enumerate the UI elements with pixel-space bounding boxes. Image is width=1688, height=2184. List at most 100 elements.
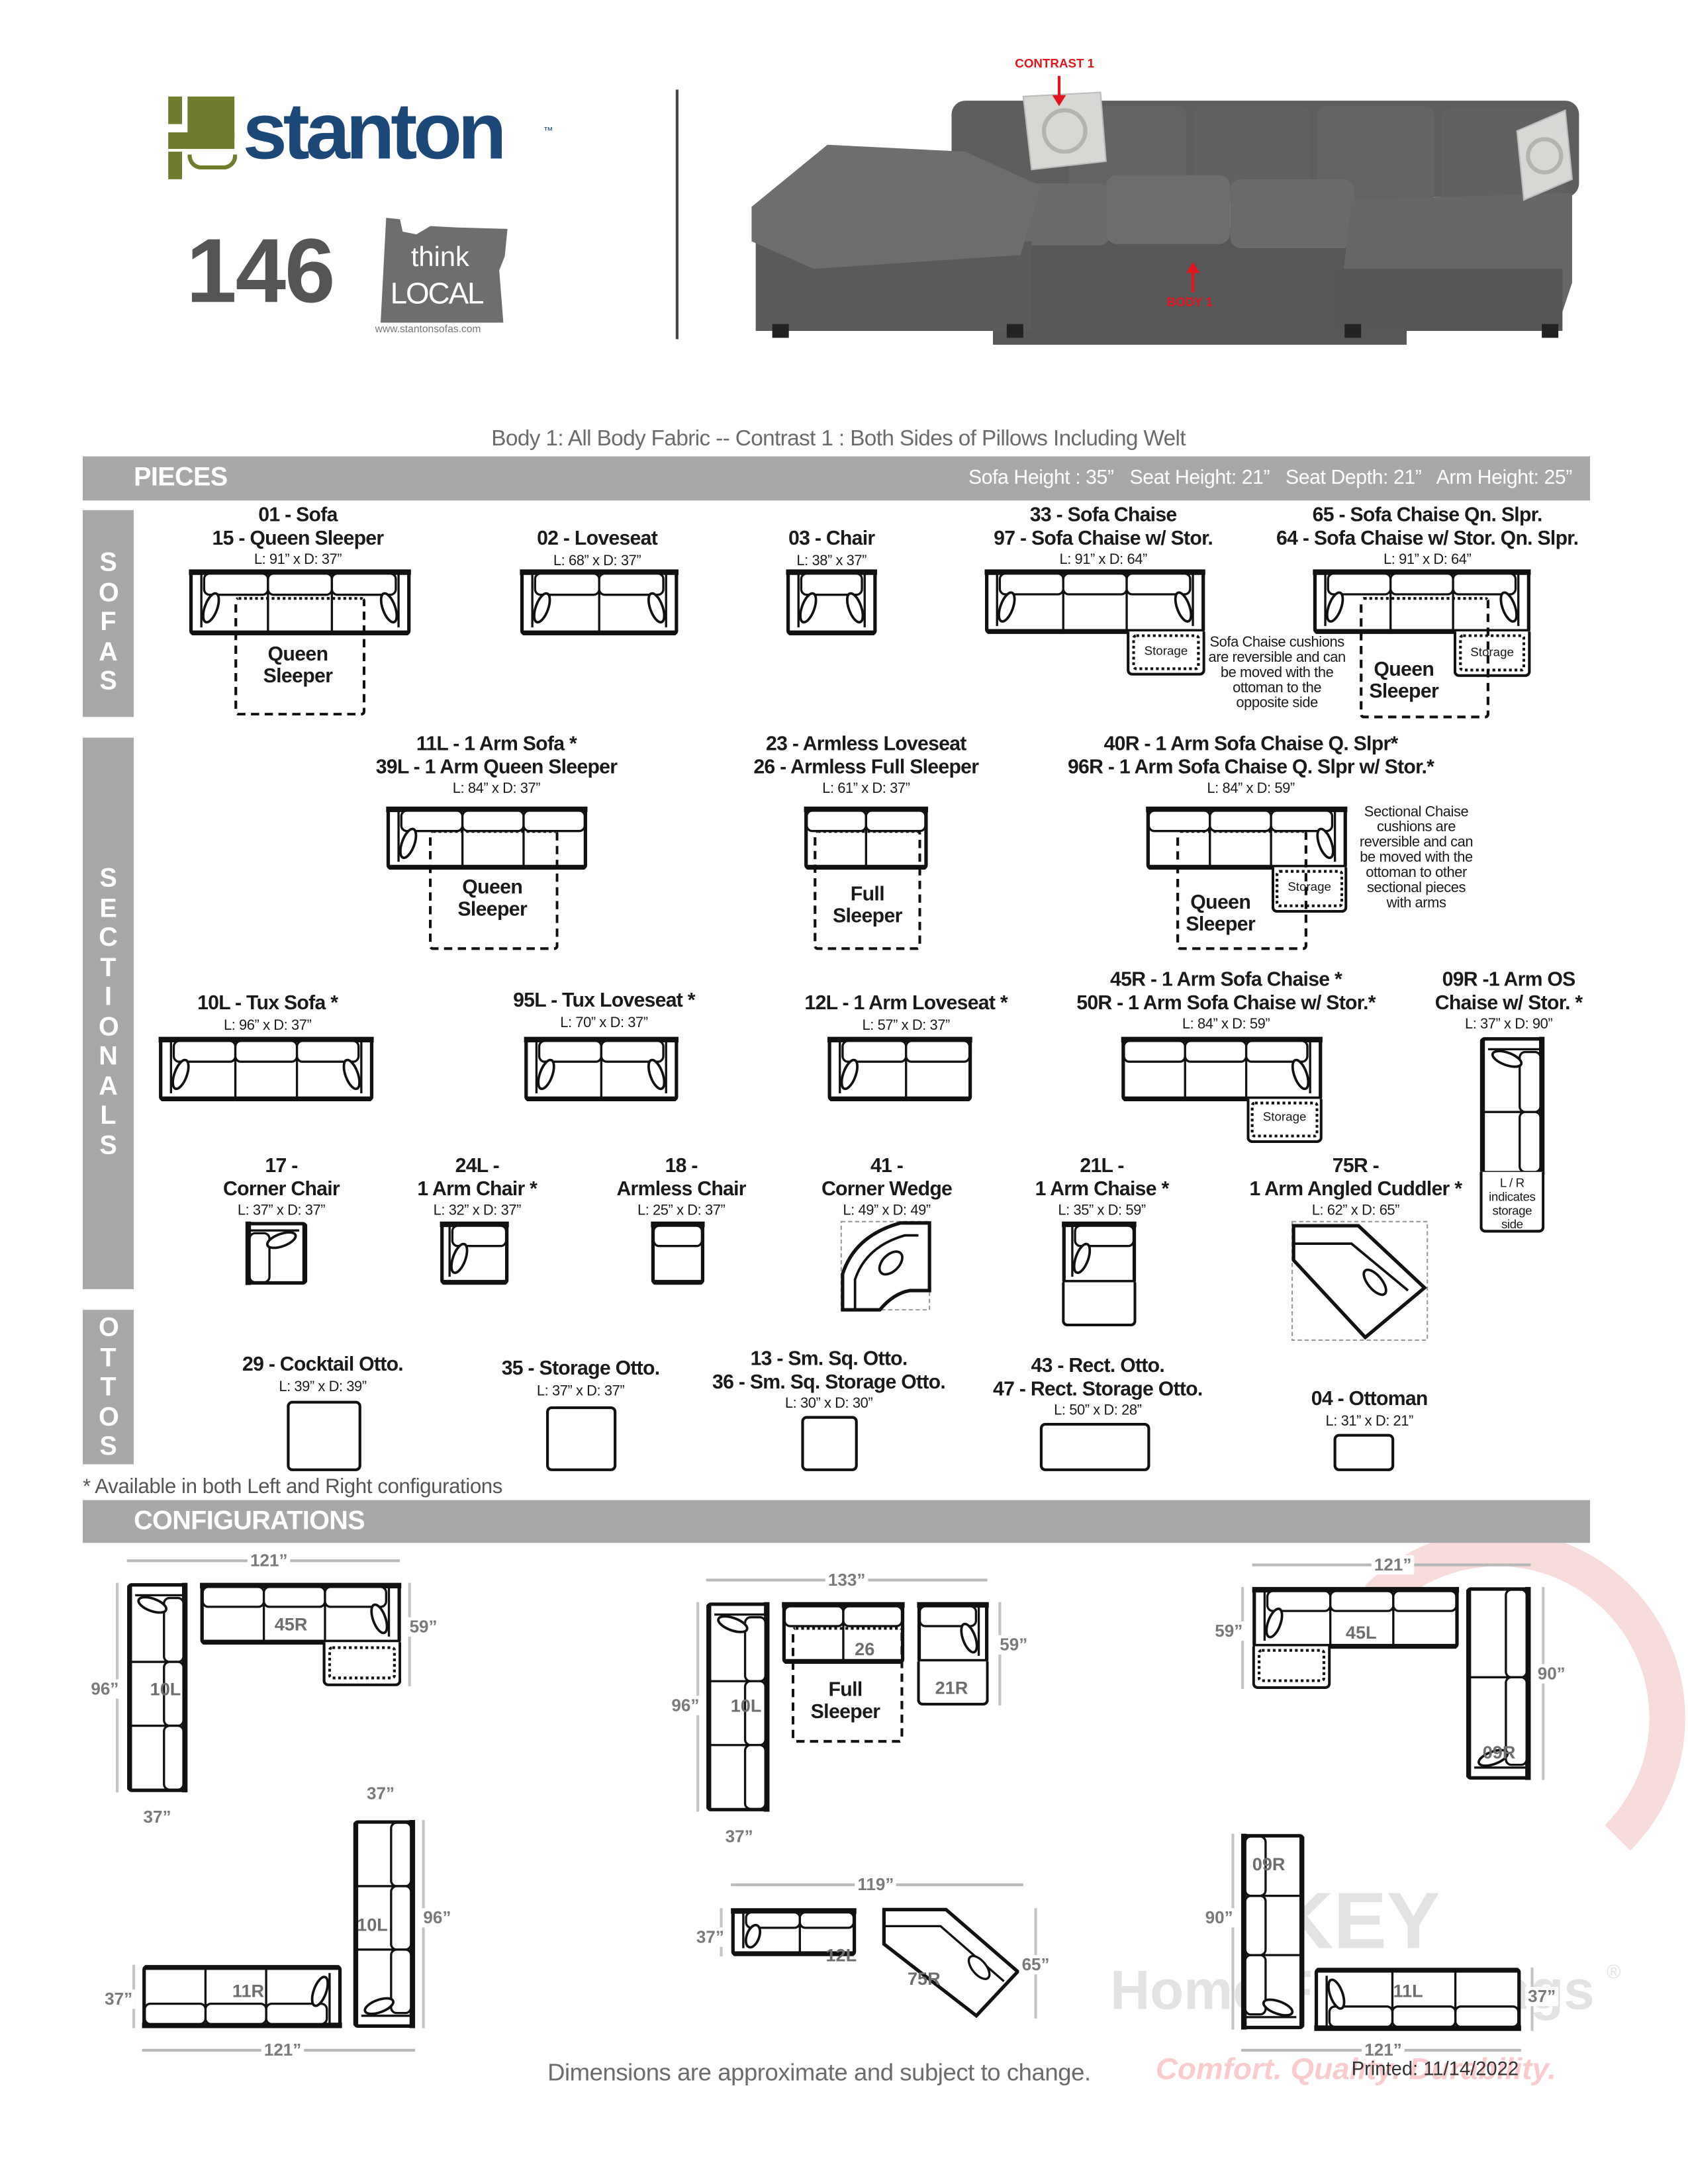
piece-drawing <box>386 806 588 870</box>
piece-label: 10L <box>730 1695 762 1716</box>
piece-drawing <box>127 1582 188 1793</box>
back-cushion <box>522 809 586 833</box>
section-12l <box>731 1908 857 1956</box>
dimension: 37” <box>722 1827 756 1846</box>
back-cushion <box>390 1885 412 1951</box>
piece-drawing <box>142 1965 342 2028</box>
sleeper-outline <box>428 830 559 950</box>
piece-drawing <box>786 569 877 635</box>
dimension: 37” <box>363 1784 398 1803</box>
piece-12l-1-arm-loveseat: 12L - 1 Arm Loveseat *L: 57” x D: 37” <box>804 992 1008 1034</box>
piece-drawing <box>1062 1221 1137 1285</box>
piece-drawing <box>520 569 679 635</box>
piece-outline <box>189 569 411 635</box>
one-arm-chaise-diagram <box>1062 1221 1137 1285</box>
footnote: * Available in both Left and Right confi… <box>82 1475 502 1499</box>
oregon-shape-icon <box>380 218 508 323</box>
storage-outline <box>1459 634 1526 672</box>
piece-outline <box>1479 1036 1545 1175</box>
dimension: 119” <box>855 1875 897 1895</box>
sofa-photo <box>751 75 1579 345</box>
seat-cushion <box>1230 179 1354 248</box>
fabric-subtitle: Body 1: All Body Fabric -- Contrast 1 : … <box>491 427 1186 451</box>
piece-outline <box>827 1036 972 1102</box>
piece-outline <box>1252 1586 1460 1649</box>
back-cushion <box>534 572 600 596</box>
piece-drawing <box>189 569 411 635</box>
piece-35-storage-otto: 35 - Storage Otto.L: 37” x D: 37” <box>501 1358 660 1399</box>
pillow <box>1022 91 1107 171</box>
arm-pillow <box>1325 591 1344 623</box>
piece-outline <box>1466 1586 1531 1780</box>
piece-outline <box>127 1582 188 1793</box>
back-cushion <box>262 1586 326 1608</box>
corner-chair-diagram <box>245 1221 308 1285</box>
stanton-logo: stanton ™ <box>168 87 568 185</box>
arm-pillow <box>1327 1978 1346 2010</box>
back-cushion <box>598 572 665 596</box>
piece-outline <box>520 569 679 635</box>
sleeper-outline <box>234 597 366 716</box>
arm-pillow <box>1291 1058 1310 1091</box>
sleeper-outline <box>814 830 921 950</box>
piece-outline <box>804 806 929 870</box>
dimension: 96” <box>669 1696 702 1715</box>
arm-pillow <box>171 1058 190 1091</box>
arm-pillow <box>744 1923 762 1949</box>
piece-drawing <box>524 1036 679 1102</box>
sleeper-label: Queen Sleeper <box>1186 891 1256 936</box>
sleeper-label: Full Sleeper <box>810 1679 880 1724</box>
disclaimer: Dimensions are approximate and subject t… <box>547 2058 1091 2087</box>
piece-75r-angled-cuddler: 75R -1 Arm Angled Cuddler *L: 62” x D: 6… <box>1249 1155 1462 1219</box>
armless-loveseat-diagram <box>804 806 929 870</box>
arm-pillow <box>363 1997 395 2015</box>
piece-outline <box>984 569 1205 634</box>
body-arrowhead <box>1186 261 1200 273</box>
back-cushion <box>234 1040 299 1063</box>
back-cushion <box>1147 809 1211 833</box>
back-cushion <box>1327 572 1392 596</box>
brand-name: stanton <box>242 87 507 177</box>
sofa-chaise-diagram <box>984 569 1205 634</box>
arm-pillow <box>202 592 220 624</box>
piece-label: 45L <box>1345 1622 1377 1643</box>
logo-mark <box>168 96 238 179</box>
arm-pillow <box>370 1603 389 1635</box>
back-cushion <box>1209 809 1272 833</box>
dimension: 59” <box>997 1635 1031 1655</box>
storage-label: Storage <box>1288 880 1331 893</box>
back-cushion <box>600 1040 665 1063</box>
arm-pillow <box>845 592 865 624</box>
arm-pillow <box>1477 1749 1509 1767</box>
piece-outline <box>651 1221 705 1285</box>
chaise-extension <box>917 1661 989 1706</box>
dimension: 37” <box>693 1927 727 1947</box>
back-cushion <box>451 1224 508 1248</box>
piece-65-sofa-chaise-sleeper: 65 - Sofa Chaise Qn. Slpr.64 - Sofa Chai… <box>1276 504 1579 569</box>
arm-pillow <box>1316 827 1335 859</box>
back-cushion <box>1244 1894 1267 1956</box>
piece-45r-1-arm-sofa-chaise: 45R - 1 Arm Sofa Chaise *50R - 1 Arm Sof… <box>1076 969 1376 1033</box>
sleeper-label: Full Sleeper <box>832 884 902 929</box>
cocktail-otto-diagram <box>287 1400 361 1471</box>
piece-11l-1-arm-sofa: 11L - 1 Arm Sofa *39L - 1 Arm Queen Slee… <box>375 733 618 797</box>
ottoman-diagram <box>1333 1433 1395 1471</box>
arm-pillow <box>1265 1607 1284 1639</box>
leg <box>1006 324 1023 338</box>
arm-pillow <box>342 1058 361 1091</box>
piece-outline <box>524 1036 679 1102</box>
one-arm-loveseat-diagram <box>827 1036 972 1102</box>
chaise-extension <box>1062 1282 1137 1327</box>
back-cushion <box>1505 1588 1528 1679</box>
section-45l <box>1252 1586 1460 1649</box>
sleeper-label: Queen Sleeper <box>457 876 528 921</box>
piece-drawing <box>1241 1833 1305 2030</box>
back-cushion <box>1454 2005 1520 2028</box>
dimension: 90” <box>1202 1908 1236 1928</box>
storage-label: Storage <box>1470 645 1514 659</box>
